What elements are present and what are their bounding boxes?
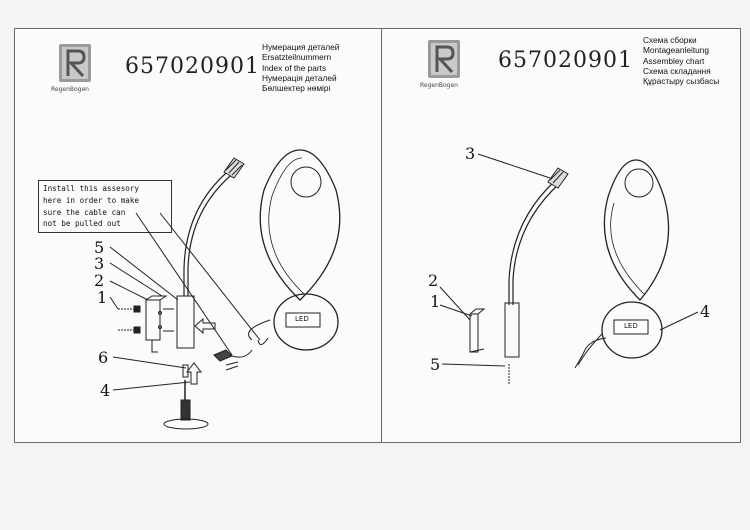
page-title-block-right: Схема сборки Montageanleitung Assembley … <box>643 35 719 86</box>
left-base-canopy <box>248 293 339 351</box>
title-line-kz: Бөлшектер нөмірі <box>262 83 331 94</box>
right-base-canopy <box>574 301 663 369</box>
right-lamp-arm <box>508 167 569 305</box>
note-line: Install this assesory <box>43 184 140 193</box>
callout-6: 6 <box>98 348 109 367</box>
article-number: 657020901 <box>125 54 260 79</box>
note-line: not be pulled out <box>43 219 121 229</box>
led-driver-label: LED <box>295 315 309 323</box>
left-leader-lines <box>109 212 261 391</box>
title-line-de: Ersatzteilnummern <box>262 52 332 63</box>
title-line-kz: Құрастыру сызбасы <box>643 76 720 87</box>
left-wall-bracket <box>145 295 195 353</box>
left-page-parts-index <box>14 28 382 443</box>
cable-clamp-note: Install this assesory here in order to m… <box>38 180 172 234</box>
callout-1: 1 <box>97 288 108 307</box>
callout-2-right: 2 <box>428 271 439 290</box>
title-line-ru: Схема сборки <box>643 35 697 45</box>
callout-2: 2 <box>94 271 105 290</box>
brand-logo: RegenBogen <box>51 42 93 93</box>
title-line-ua: Нумерація деталей <box>262 72 337 83</box>
title-line-en: Assembley chart <box>643 55 705 66</box>
left-loop-shade <box>259 149 341 301</box>
right-wall-bracket <box>469 302 520 358</box>
brand-name: RegenBogen <box>51 86 89 93</box>
callout-4-right: 4 <box>700 302 711 321</box>
brand-logo-right: RegenBogen <box>420 38 462 89</box>
page-title-block: Нумерация деталей Ersatzteilnummern Inde… <box>262 42 339 93</box>
callout-1-right: 1 <box>430 292 441 311</box>
left-arrow-right <box>194 317 216 335</box>
left-arrow-up <box>185 362 203 385</box>
callout-3: 3 <box>94 254 105 273</box>
callout-5-right: 5 <box>430 355 441 374</box>
left-screwdriver <box>163 380 209 430</box>
note-line: sure the cable can <box>43 207 126 217</box>
left-lamp-arm <box>183 157 245 296</box>
right-loop-shade <box>603 159 670 301</box>
left-cable-clip <box>213 349 253 371</box>
title-line-de: Montageanleitung <box>643 45 709 56</box>
title-line-ru: Нумерация деталей <box>262 42 340 52</box>
left-screws <box>118 305 141 334</box>
brand-name-right: RegenBogen <box>420 82 458 89</box>
right-leader-lines <box>439 153 699 367</box>
callout-4: 4 <box>100 381 111 400</box>
callout-5: 5 <box>94 238 105 257</box>
callout-3-right: 3 <box>465 144 476 163</box>
note-line: here in order to make <box>43 195 140 205</box>
title-line-ua: Схема складання <box>643 65 711 76</box>
led-driver-label-right: LED <box>624 322 638 330</box>
logo-icon <box>59 44 91 82</box>
right-page-assembly-chart <box>381 28 741 443</box>
article-number-right: 657020901 <box>498 48 633 73</box>
left-small-screw <box>182 364 189 378</box>
title-line-en: Index of the parts <box>262 62 327 73</box>
logo-icon <box>428 40 460 78</box>
